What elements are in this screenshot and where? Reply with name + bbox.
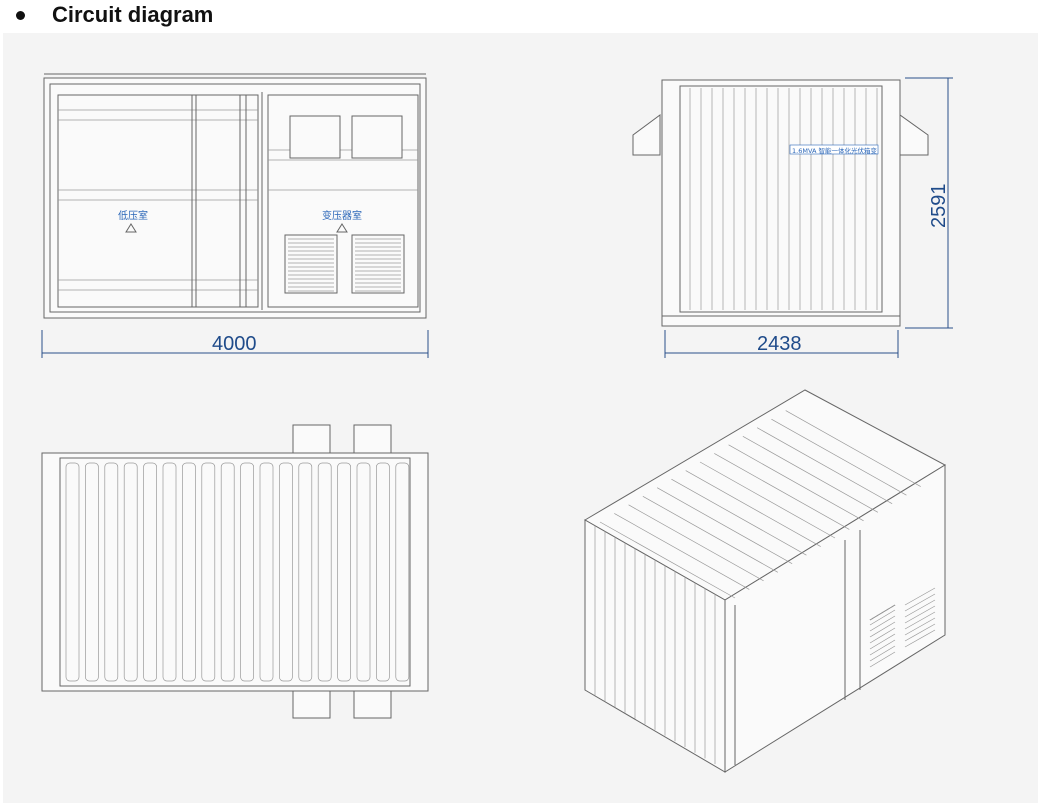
label-low-voltage-room: 低压室 <box>118 209 148 222</box>
corrugation <box>65 462 80 682</box>
drawing-line <box>785 410 921 487</box>
drawing-line <box>904 599 936 618</box>
drawing-line <box>904 593 936 612</box>
drawing-line <box>699 461 836 539</box>
drawing-line <box>628 504 764 582</box>
vent-left <box>284 234 338 294</box>
corrugation <box>279 462 293 682</box>
corrugation <box>220 462 235 682</box>
drawing-line <box>685 470 821 547</box>
corrugation <box>317 462 332 682</box>
drawing-line <box>904 617 936 636</box>
corrugation <box>85 462 99 682</box>
drawing-line <box>714 453 850 530</box>
corrugation <box>298 462 313 682</box>
corrugation <box>356 462 371 682</box>
dimension-width-side: 2438 <box>757 333 802 355</box>
corrugation <box>337 462 351 682</box>
corrugation <box>162 462 177 682</box>
drawing-line <box>869 609 896 626</box>
drawing-line <box>904 629 936 648</box>
drawing-line <box>599 521 736 599</box>
drawing-line <box>656 487 793 565</box>
drawing-line <box>869 651 896 668</box>
drawing-line <box>642 495 779 573</box>
corrugation <box>259 462 274 682</box>
drawing-line <box>671 478 807 556</box>
label-transformer-room: 变压器室 <box>322 209 362 222</box>
drawing-line <box>869 645 896 662</box>
drawing-line <box>771 418 907 496</box>
isometric-view <box>584 389 947 773</box>
drawing-line <box>904 605 936 624</box>
corrugation <box>395 462 410 682</box>
dimension-height: 2591 <box>928 184 950 229</box>
corrugation <box>201 462 216 682</box>
top-view <box>41 424 429 719</box>
corrugation <box>123 462 138 682</box>
corrugation <box>240 462 254 682</box>
drawing-line <box>869 615 896 632</box>
drawing-line <box>728 444 864 522</box>
warning-icon <box>336 223 348 233</box>
drawing-line <box>904 587 936 606</box>
drawing-line <box>614 513 750 590</box>
drawing-line <box>869 604 896 621</box>
drawing-line <box>869 633 896 650</box>
corrugation <box>143 462 157 682</box>
dimension-width-front: 4000 <box>212 333 257 355</box>
corrugation <box>104 462 119 682</box>
drawing-line <box>904 611 936 630</box>
drawing-line <box>904 623 936 642</box>
heading-title: Circuit diagram <box>52 2 214 27</box>
bullet-icon <box>16 10 25 20</box>
section-heading: Circuit diagram <box>14 2 213 28</box>
drawing-line <box>869 621 896 638</box>
drawing-line <box>756 427 893 505</box>
warning-icon <box>125 223 137 233</box>
corrugation <box>376 462 390 682</box>
drawing-line <box>869 627 896 644</box>
nameplate: 1.6MVA 智能一体化光伏箱变 <box>792 146 877 155</box>
drawing-line <box>742 435 879 513</box>
front-view: 低压室 变压器室 4000 <box>41 73 429 358</box>
side-view: 1.6MVA 智能一体化光伏箱变 2438 2591 <box>632 77 953 358</box>
drawing-line <box>869 639 896 656</box>
corrugation <box>182 462 196 682</box>
vent-right <box>351 234 405 294</box>
